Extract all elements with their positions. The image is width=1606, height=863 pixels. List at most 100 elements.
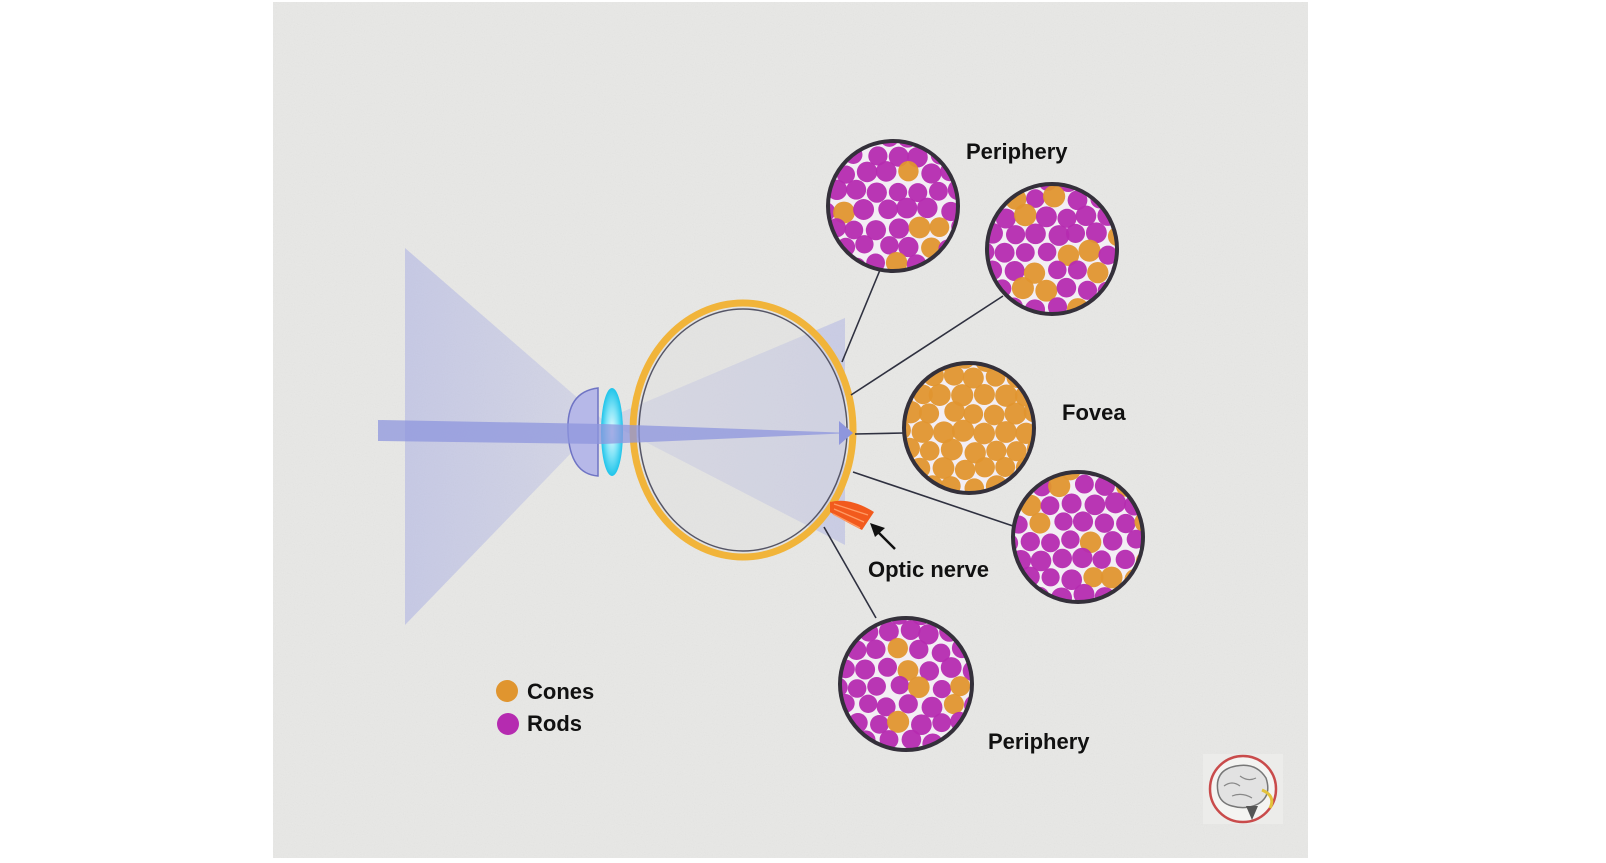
retina-connector-lines: [823, 269, 1017, 619]
rod-cell: [931, 643, 951, 663]
rod-cell: [1048, 260, 1067, 280]
rod-cell: [900, 620, 921, 640]
rod-cell: [855, 659, 876, 680]
cone-cell: [986, 440, 1007, 461]
rod-cell: [847, 679, 867, 698]
cone-cell: [964, 478, 985, 493]
label-periphery-top: Periphery: [966, 139, 1068, 164]
rod-cell: [1116, 513, 1136, 534]
rod-cell: [1077, 280, 1098, 300]
cone-cell: [951, 384, 974, 407]
rod-cell: [878, 621, 899, 642]
rod-cell: [855, 235, 874, 254]
rod-cell: [1115, 549, 1135, 570]
rod-cell: [940, 657, 962, 678]
cone-cell: [943, 694, 964, 715]
cone-cell: [1014, 203, 1037, 227]
rod-cell: [918, 624, 939, 645]
rod-cell: [1061, 530, 1080, 549]
sample-outline: [1011, 470, 1145, 604]
rod-cell: [987, 242, 995, 262]
sample-outline: [985, 182, 1119, 316]
cone-cell: [908, 216, 931, 239]
rod-cell: [1102, 531, 1123, 551]
label-optic-nerve: Optic nerve: [868, 557, 989, 582]
rod-cell: [1074, 474, 1094, 494]
label-fovea: Fovea: [1062, 400, 1126, 425]
rod-cell: [888, 218, 910, 239]
cone-cell: [1083, 567, 1104, 588]
cone-cell: [1029, 512, 1051, 534]
rod-cell: [1061, 569, 1083, 591]
sample-outline: [826, 139, 960, 273]
rod-cell: [1067, 190, 1088, 211]
cone-cell: [932, 421, 955, 444]
cone-cell: [943, 365, 965, 386]
rod-cell: [846, 179, 867, 200]
cone-cell: [1087, 261, 1109, 284]
retina-sample-periphery: [826, 139, 960, 273]
rod-cell: [919, 661, 940, 681]
rod-cell: [1092, 550, 1111, 569]
rod-cell: [1025, 223, 1046, 245]
rod-cell: [876, 697, 896, 717]
rod-cell: [932, 679, 952, 699]
cone-cell: [973, 383, 995, 406]
rod-cell: [844, 220, 864, 240]
rod-cell: [1006, 225, 1026, 245]
cone-cell: [898, 160, 919, 182]
cone-cell: [983, 404, 1005, 426]
rod-cell: [921, 696, 943, 718]
rod-cell: [1061, 493, 1082, 514]
rod-cell: [840, 677, 848, 697]
rod-cell: [880, 236, 899, 255]
rod-cell: [1026, 189, 1045, 208]
rod-cell: [911, 714, 932, 736]
cone-cell: [1006, 441, 1027, 462]
rod-cell: [878, 199, 898, 220]
cone-cell: [951, 419, 975, 442]
optic-nerve: [830, 500, 874, 530]
cone-cell: [1035, 279, 1058, 302]
fovea-focus-point: [839, 421, 853, 445]
cone-cell: [962, 367, 984, 389]
cone-cell: [995, 457, 1016, 477]
cone-cell: [918, 403, 940, 424]
cone-cell: [919, 441, 940, 461]
rod-cell: [1094, 513, 1115, 533]
rod-cell: [879, 730, 899, 749]
rod-cell: [1085, 222, 1107, 244]
rod-cell: [1035, 206, 1057, 228]
rod-cell: [1065, 223, 1086, 243]
cone-cell: [995, 384, 1018, 407]
rod-cell: [994, 242, 1015, 263]
rod-cell: [1004, 260, 1025, 282]
rod-cell: [870, 715, 889, 734]
rod-cell: [1040, 496, 1060, 516]
rod-cell: [890, 676, 909, 695]
cone-cell: [1023, 262, 1046, 284]
rod-cell: [836, 165, 856, 184]
rod-cell: [866, 182, 887, 203]
rod-cell: [1057, 208, 1077, 228]
rod-cell: [856, 161, 878, 183]
cone-cell: [911, 420, 934, 443]
rod-cell: [1072, 547, 1093, 569]
cone-cell: [954, 459, 976, 481]
cone-cell: [940, 438, 963, 461]
rod-cell: [909, 639, 929, 660]
cone-cell: [1011, 277, 1034, 300]
rod-cell: [921, 163, 942, 184]
rod-cell: [898, 236, 919, 258]
legend-label-cones: Cones: [527, 679, 594, 704]
rod-cell: [888, 182, 908, 202]
rod-cell: [1067, 260, 1087, 280]
brain-logo-icon: [1203, 754, 1283, 824]
rod-cell: [859, 694, 878, 713]
rod-cell: [1041, 568, 1060, 587]
cone-cell: [1079, 531, 1102, 554]
cone-cell: [897, 660, 919, 681]
cone-cell: [1078, 239, 1101, 262]
rod-cell: [865, 220, 887, 241]
